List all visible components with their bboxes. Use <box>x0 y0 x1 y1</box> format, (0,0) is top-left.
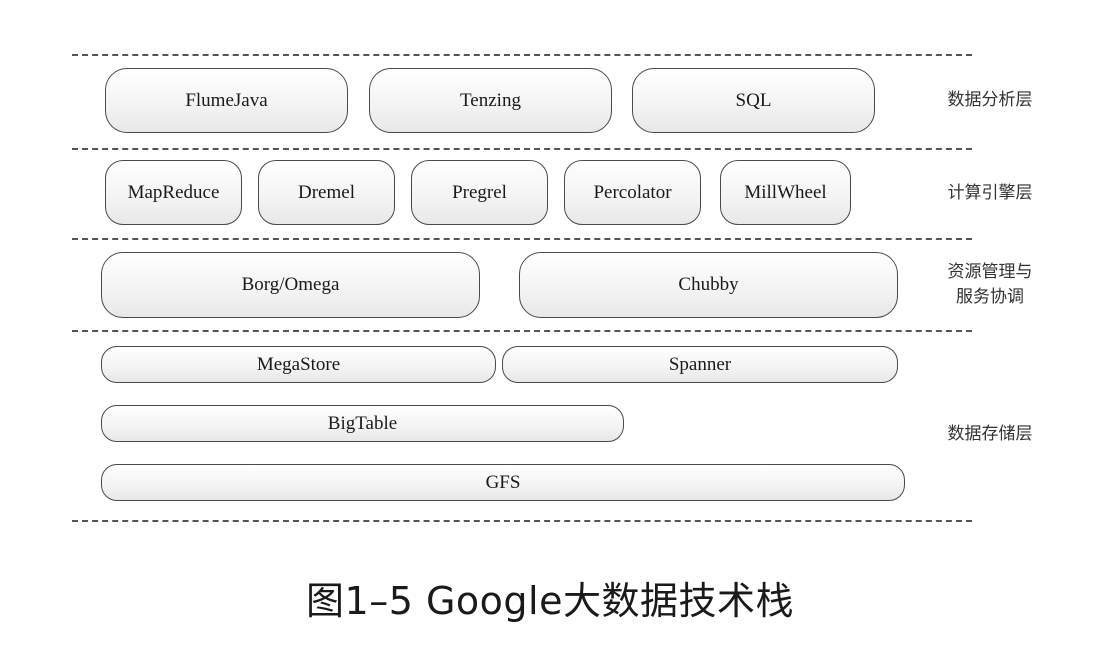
box-flumejava: FlumeJava <box>105 68 348 133</box>
layer-divider-management-storage <box>72 330 972 332</box>
layer-label-compute: 计算引擎层 <box>947 183 1033 203</box>
box-dremel: Dremel <box>258 160 395 225</box>
box-borg-omega: Borg/Omega <box>101 252 480 318</box>
box-pregrel: Pregrel <box>411 160 548 225</box>
layer-label-management: 资源管理与 服务协调 <box>920 260 1060 310</box>
box-chubby: Chubby <box>519 252 898 318</box>
box-mapreduce: MapReduce <box>105 160 242 225</box>
box-tenzing: Tenzing <box>369 68 612 133</box>
layer-divider-bottom <box>72 520 972 522</box>
box-megastore: MegaStore <box>101 346 496 383</box>
layer-label-analysis: 数据分析层 <box>947 90 1033 110</box>
box-sql: SQL <box>632 68 875 133</box>
figure-caption: 图1–5 Google大数据技术栈 <box>306 579 794 623</box>
box-bigtable: BigTable <box>101 405 624 442</box>
layer-divider-analysis-compute <box>72 148 972 150</box>
layer-label-management-line1: 资源管理与 <box>947 262 1033 282</box>
layer-divider-compute-management <box>72 238 972 240</box>
box-spanner: Spanner <box>502 346 898 383</box>
layer-label-storage: 数据存储层 <box>947 424 1033 444</box>
layer-label-management-line2: 服务协调 <box>956 287 1024 307</box>
box-percolator: Percolator <box>564 160 701 225</box>
box-millwheel: MillWheel <box>720 160 851 225</box>
box-gfs: GFS <box>101 464 905 501</box>
layer-divider-top <box>72 54 972 56</box>
